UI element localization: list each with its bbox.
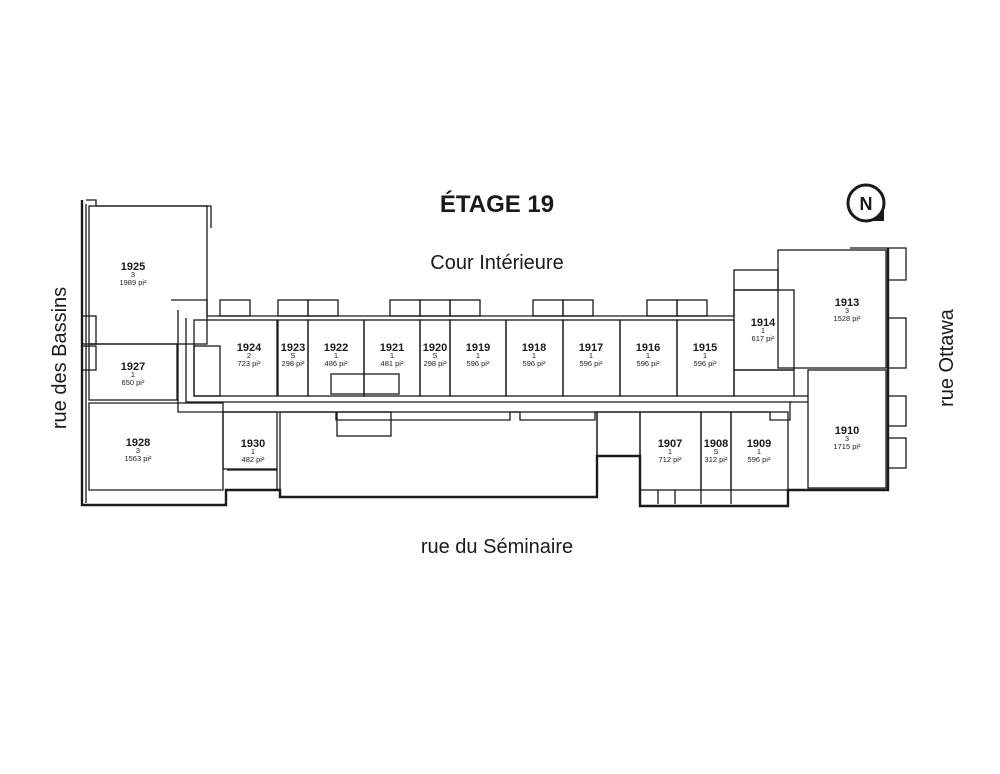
svg-text:1921: 1921 — [380, 342, 404, 354]
svg-text:1914: 1914 — [751, 317, 776, 329]
svg-text:1: 1 — [589, 351, 593, 360]
svg-text:486 pi²: 486 pi² — [325, 359, 348, 368]
svg-text:1917: 1917 — [579, 342, 603, 354]
svg-text:1989 pi²: 1989 pi² — [119, 278, 147, 287]
svg-text:617 pi²: 617 pi² — [752, 334, 775, 343]
svg-text:3: 3 — [136, 446, 140, 455]
svg-text:1: 1 — [646, 351, 650, 360]
svg-text:1: 1 — [334, 351, 338, 360]
building-walls — [80, 199, 907, 508]
svg-text:596 pi²: 596 pi² — [637, 359, 660, 368]
svg-text:298 pi²: 298 pi² — [282, 359, 305, 368]
svg-text:S: S — [432, 351, 437, 360]
floor-title: ÉTAGE 19 — [440, 190, 554, 218]
svg-text:1922: 1922 — [324, 342, 348, 354]
svg-text:1930: 1930 — [241, 438, 265, 450]
svg-text:1928: 1928 — [126, 437, 150, 449]
svg-text:1916: 1916 — [636, 342, 660, 354]
svg-text:481 pi²: 481 pi² — [381, 359, 404, 368]
svg-text:1: 1 — [532, 351, 536, 360]
svg-text:1923: 1923 — [281, 342, 305, 354]
svg-text:1909: 1909 — [747, 438, 771, 450]
svg-text:1: 1 — [251, 447, 255, 456]
svg-text:596 pi²: 596 pi² — [580, 359, 603, 368]
svg-text:298 pi²: 298 pi² — [424, 359, 447, 368]
svg-text:1913: 1913 — [835, 297, 859, 309]
svg-text:1920: 1920 — [423, 342, 447, 354]
svg-text:1: 1 — [757, 447, 761, 456]
street-bottom: rue du Séminaire — [421, 536, 573, 558]
svg-text:1715 pi²: 1715 pi² — [833, 442, 861, 451]
svg-text:1925: 1925 — [121, 261, 145, 273]
svg-text:2: 2 — [247, 351, 251, 360]
svg-text:1: 1 — [668, 447, 672, 456]
svg-text:1: 1 — [476, 351, 480, 360]
svg-text:482 pi²: 482 pi² — [242, 455, 265, 464]
svg-text:1907: 1907 — [658, 438, 682, 450]
north-label: N — [860, 194, 873, 214]
north-compass: N — [846, 183, 886, 223]
svg-text:1: 1 — [131, 370, 135, 379]
svg-text:S: S — [290, 351, 295, 360]
svg-text:1528 pi²: 1528 pi² — [833, 314, 861, 323]
svg-text:1919: 1919 — [466, 342, 490, 354]
svg-text:1: 1 — [390, 351, 394, 360]
svg-text:712 pi²: 712 pi² — [659, 455, 682, 464]
svg-text:3: 3 — [845, 434, 849, 443]
street-right: rue Ottawa — [936, 308, 958, 407]
svg-text:S: S — [713, 447, 718, 456]
svg-text:3: 3 — [845, 306, 849, 315]
svg-text:723 pi²: 723 pi² — [238, 359, 261, 368]
svg-text:650 pi²: 650 pi² — [122, 378, 145, 387]
svg-text:1915: 1915 — [693, 342, 717, 354]
svg-text:596 pi²: 596 pi² — [694, 359, 717, 368]
street-top: Cour Intérieure — [430, 252, 563, 274]
svg-text:596 pi²: 596 pi² — [748, 455, 771, 464]
svg-text:596 pi²: 596 pi² — [523, 359, 546, 368]
svg-text:596 pi²: 596 pi² — [467, 359, 490, 368]
svg-text:1918: 1918 — [522, 342, 546, 354]
svg-text:312 pi²: 312 pi² — [705, 455, 728, 464]
svg-text:1924: 1924 — [237, 342, 262, 354]
svg-text:1: 1 — [703, 351, 707, 360]
svg-text:1: 1 — [761, 326, 765, 335]
svg-text:1908: 1908 — [704, 438, 728, 450]
svg-text:1927: 1927 — [121, 361, 145, 373]
svg-text:1910: 1910 — [835, 425, 859, 437]
svg-text:3: 3 — [131, 270, 135, 279]
street-left: rue des Bassins — [49, 287, 71, 429]
svg-text:1563 pi²: 1563 pi² — [124, 454, 152, 463]
